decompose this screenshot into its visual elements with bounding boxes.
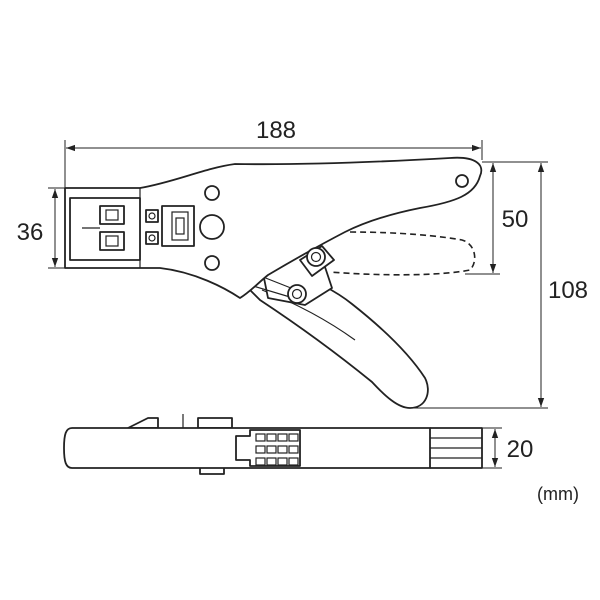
- dim-thick-label: 20: [507, 436, 534, 463]
- open-handle-outline: [329, 231, 476, 276]
- contact-cell: [266, 457, 277, 466]
- dim-length-label: 188: [256, 117, 296, 144]
- side-contact-grid: [255, 433, 299, 466]
- contact-cell: [255, 445, 266, 454]
- fastener-1: [145, 209, 159, 223]
- dim-head-label: 36: [17, 219, 44, 246]
- side-view: [63, 414, 483, 475]
- top-view: [64, 156, 483, 409]
- handle-hanging-hole: [455, 174, 469, 188]
- contact-cell: [255, 433, 266, 442]
- contact-cell: [266, 433, 277, 442]
- main-body: [64, 156, 483, 299]
- jack-contact-bottom: [105, 235, 119, 247]
- contact-cell: [288, 433, 299, 442]
- linkage-pin-lower: [287, 284, 307, 304]
- fastener-2-hole: [148, 234, 156, 242]
- fastener-2: [145, 231, 159, 245]
- pivot-hole-bottom: [204, 255, 220, 271]
- contact-cell: [288, 457, 299, 466]
- side-clamp: [235, 429, 301, 467]
- center-pivot: [199, 214, 225, 240]
- dimension-lines: 188 36 50 108 20 (mm): [17, 117, 588, 504]
- pivot-hole-top: [204, 185, 220, 201]
- contact-cell: [277, 457, 288, 466]
- jack-cavity-bottom: [99, 231, 125, 251]
- side-cap-top: [197, 417, 233, 429]
- jack-contact-top: [105, 209, 119, 221]
- linkage-pin-upper-inner: [310, 251, 322, 263]
- contact-cell: [288, 445, 299, 454]
- contact-cell: [277, 433, 288, 442]
- side-grip: [430, 427, 483, 469]
- dim-span-label: 50: [502, 206, 529, 233]
- jack-cavity-top: [99, 205, 125, 225]
- contact-cell: [266, 445, 277, 454]
- unit-label: (mm): [537, 484, 579, 504]
- fastener-1-hole: [148, 212, 156, 220]
- blade-block: [161, 205, 195, 247]
- dim-height-label: 108: [548, 277, 588, 304]
- side-tab-top: [127, 417, 159, 429]
- blade-core: [175, 217, 185, 235]
- contact-cell: [277, 445, 288, 454]
- linkage-pin-lower-inner: [291, 288, 303, 300]
- blade-insert: [171, 211, 189, 241]
- linkage-pin-upper: [306, 247, 326, 267]
- contact-cell: [255, 457, 266, 466]
